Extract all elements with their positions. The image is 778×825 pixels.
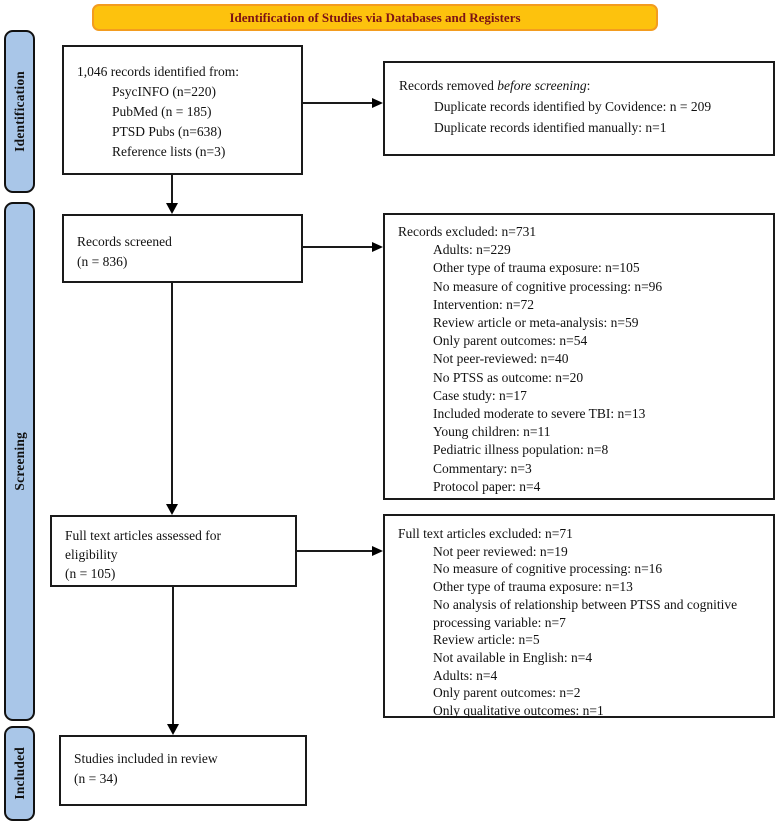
fulltext-assessed-box: Full text articles assessed for eligibil… (50, 515, 297, 587)
excluded-item: No PTSS as outcome: n=20 (433, 369, 584, 385)
fulltext-excluded-item: No measure of cognitive processing: n=16 (433, 561, 663, 577)
fulltext-excluded-heading: Full text articles excluded: n=71 (398, 526, 573, 541)
stage-screening: Screening (4, 202, 35, 721)
fulltext-assessed-count: (n = 105) (65, 566, 116, 581)
arrow-line (303, 246, 373, 248)
records-identified-box: 1,046 records identified from: PsycINFO … (62, 45, 303, 175)
excluded-item: Not peer-reviewed: n=40 (433, 351, 569, 367)
fulltext-assessed-line: eligibility (65, 547, 118, 562)
records-screened-box: Records screened (n = 836) (62, 214, 303, 283)
arrow-right-head-icon (372, 242, 383, 252)
excluded-item: Case study: n=17 (433, 387, 527, 403)
records-excluded-box: Records excluded: n=731 Adults: n=229 Ot… (383, 213, 775, 500)
excluded-item: Protocol paper: n=4 (433, 478, 541, 494)
removed-item: Duplicate records identified manually: n… (434, 120, 667, 135)
arrow-identified-to-screened (166, 175, 178, 214)
arrow-right-head-icon (372, 546, 383, 556)
stage-included: Included (4, 726, 35, 821)
stage-identification: Identification (4, 30, 35, 193)
excluded-item: Adults: n=229 (433, 242, 511, 258)
arrow-screened-to-fulltext (166, 283, 178, 515)
studies-included-box: Studies included in review (n = 34) (59, 735, 307, 806)
records-excluded-heading: Records excluded: n=731 (398, 224, 537, 239)
arrow-line (172, 587, 174, 725)
records-screened-line: Records screened (77, 234, 172, 249)
fulltext-excluded-item: Adults: n=4 (433, 667, 498, 683)
excluded-item: No measure of cognitive processing: n=96 (433, 278, 663, 294)
arrow-line (297, 550, 373, 552)
stage-identification-label: Identification (11, 71, 27, 152)
excluded-item: Review article or meta-analysis: n=59 (433, 315, 639, 331)
before-screening-italic: before screening (497, 78, 587, 93)
fulltext-excluded-item: Other type of trauma exposure: n=13 (433, 579, 633, 595)
fulltext-assessed-line: Full text articles assessed for (65, 528, 221, 543)
excluded-item: Young children: n=11 (433, 424, 551, 440)
excluded-item: Included moderate to severe TBI: n=13 (433, 406, 646, 422)
arrow-fulltext-to-fulltext-excluded (297, 546, 383, 556)
source-item: PTSD Pubs (n=638) (112, 124, 222, 139)
fulltext-excluded-item: Only qualitative outcomes: n=1 (433, 703, 604, 719)
arrow-line (171, 175, 173, 204)
excluded-item: Only parent outcomes: n=54 (433, 333, 588, 349)
records-removed-box: Records removed before screening: Duplic… (383, 61, 775, 156)
source-item: Reference lists (n=3) (112, 144, 226, 159)
excluded-item: Pediatric illness population: n=8 (433, 442, 609, 458)
source-item: PsycINFO (n=220) (112, 84, 216, 99)
fulltext-excluded-item: Only parent outcomes: n=2 (433, 685, 581, 701)
records-removed-heading: Records removed before screening: (399, 78, 591, 93)
studies-included-line: Studies included in review (74, 751, 218, 766)
stage-screening-label: Screening (11, 432, 27, 491)
source-item: PubMed (n = 185) (112, 104, 212, 119)
excluded-item: Intervention: n=72 (433, 296, 534, 312)
excluded-item: Commentary: n=3 (433, 460, 532, 476)
studies-included-count: (n = 34) (74, 771, 118, 786)
fulltext-excluded-item: No analysis of relationship between PTSS… (433, 596, 738, 630)
arrow-right-head-icon (372, 98, 383, 108)
fulltext-excluded-item: Not available in English: n=4 (433, 649, 593, 665)
records-screened-count: (n = 836) (77, 254, 128, 269)
stage-included-label: Included (11, 747, 27, 800)
arrow-down-head-icon (166, 504, 178, 515)
arrow-identified-to-removed (303, 98, 383, 108)
arrow-line (303, 102, 373, 104)
removed-item: Duplicate records identified by Covidenc… (434, 99, 712, 114)
arrow-screened-to-excluded (303, 242, 383, 252)
arrow-down-head-icon (166, 203, 178, 214)
records-identified-heading: 1,046 records identified from: (77, 64, 239, 79)
arrow-down-head-icon (167, 724, 179, 735)
arrow-fulltext-to-included (167, 587, 179, 735)
fulltext-excluded-item: Not peer reviewed: n=19 (433, 543, 568, 559)
excluded-item: Other type of trauma exposure: n=105 (433, 260, 640, 276)
arrow-line (171, 283, 173, 505)
fulltext-excluded-box: Full text articles excluded: n=71 Not pe… (383, 514, 775, 718)
fulltext-excluded-item: Review article: n=5 (433, 632, 540, 648)
banner-title-text: Identification of Studies via Databases … (229, 9, 521, 25)
banner-title: Identification of Studies via Databases … (92, 4, 658, 31)
